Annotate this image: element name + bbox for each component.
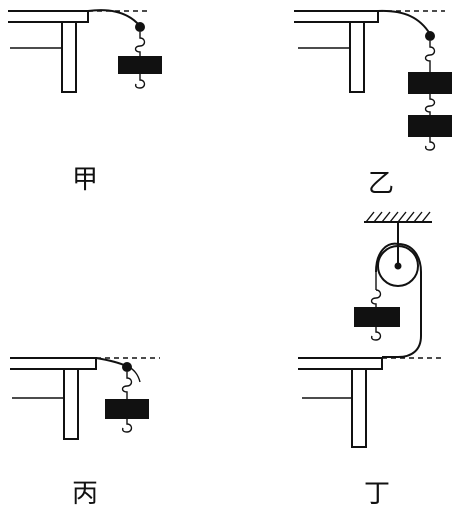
table-top xyxy=(8,10,89,23)
table-top xyxy=(298,357,383,370)
weight-block-lower xyxy=(408,115,452,137)
weight-block-upper xyxy=(408,72,452,94)
string xyxy=(95,357,127,367)
caption-jia: 甲 xyxy=(72,165,98,195)
table-leg xyxy=(63,368,79,440)
caption-ding: 丁 xyxy=(364,479,390,507)
table-top xyxy=(294,10,379,23)
table-leg xyxy=(349,21,365,93)
ball xyxy=(122,362,132,372)
hook-top xyxy=(121,372,133,399)
string xyxy=(377,9,431,35)
hook-bottom xyxy=(121,419,133,433)
caption-bing: 丙 xyxy=(72,479,98,507)
pulley-wheel xyxy=(377,245,419,287)
weight-block xyxy=(118,56,162,74)
weight-block xyxy=(354,307,400,327)
weight-block xyxy=(105,399,149,419)
caption-yi: 乙 xyxy=(368,169,394,199)
string xyxy=(87,9,141,27)
hook-top xyxy=(424,41,436,72)
hook-bottom xyxy=(370,327,382,341)
panel-bing: 丙 xyxy=(10,357,160,507)
rope xyxy=(375,242,422,358)
table-leg xyxy=(61,21,77,93)
panel-jia: 甲 xyxy=(8,9,162,195)
hook-middle xyxy=(424,94,436,115)
hook-bottom xyxy=(424,137,436,151)
pulley-axle xyxy=(394,262,402,270)
ceiling-hatch xyxy=(365,211,431,223)
hook-top xyxy=(370,289,382,307)
panel-yi: 乙 xyxy=(294,9,452,199)
hook-top xyxy=(134,32,146,56)
table-leg xyxy=(351,368,367,448)
hook-bottom xyxy=(134,74,146,89)
panel-ding: 丁 xyxy=(298,211,444,507)
ball xyxy=(425,31,435,41)
ball xyxy=(135,22,145,32)
table-top xyxy=(10,357,97,370)
